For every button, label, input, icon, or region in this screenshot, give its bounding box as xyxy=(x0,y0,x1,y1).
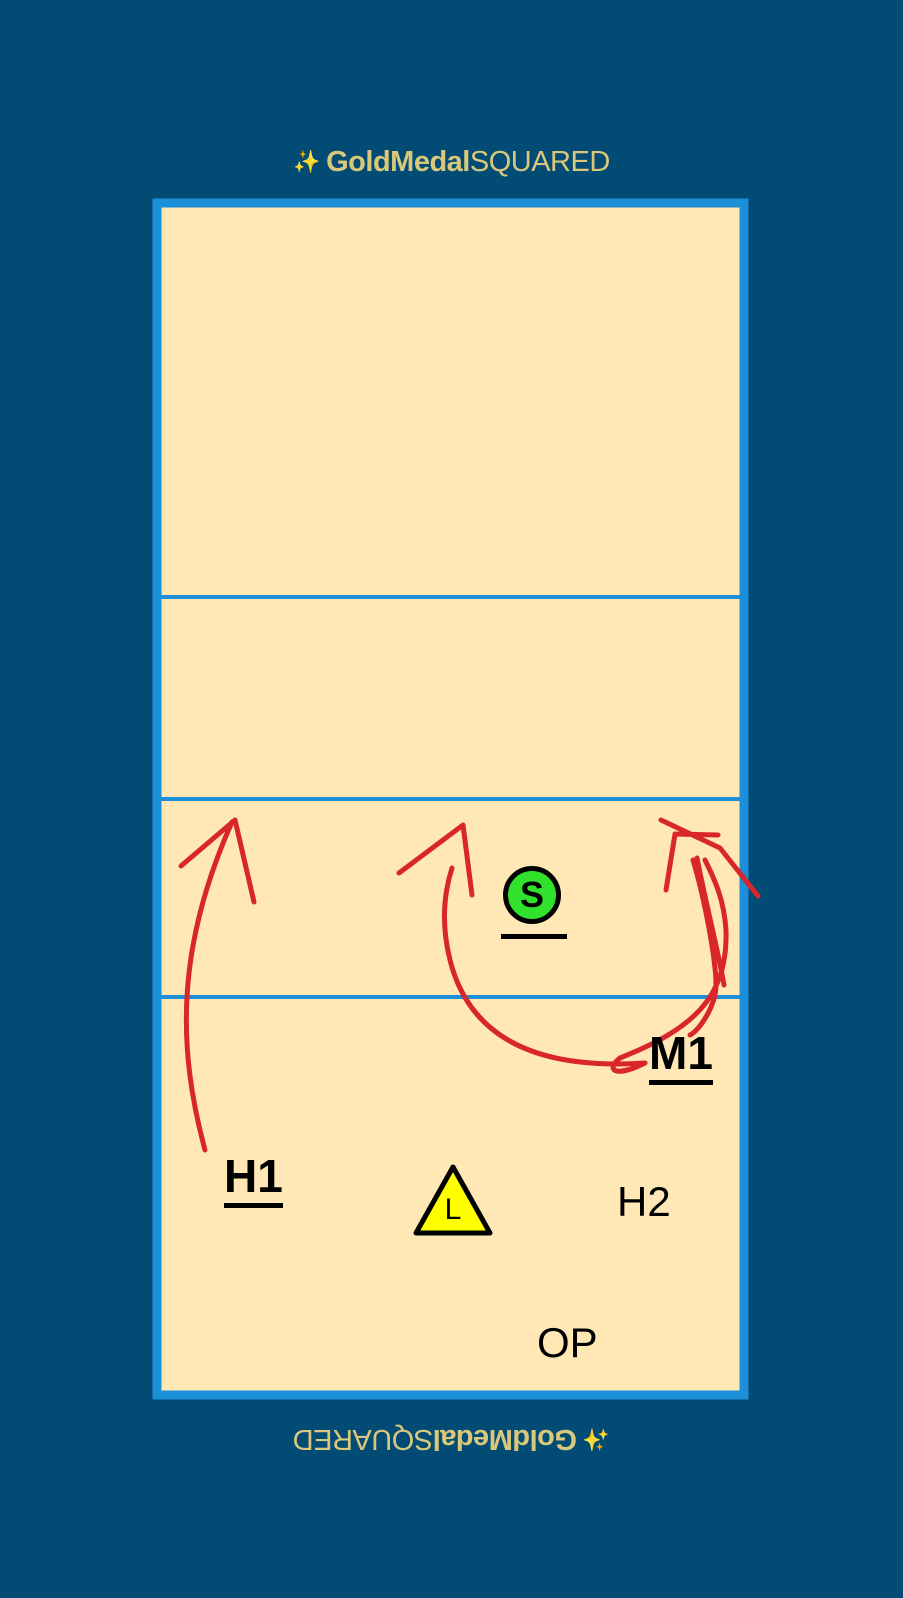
logo-bold-text: GoldMedal xyxy=(433,1423,577,1456)
logo-light-text: SQUARED xyxy=(469,145,610,178)
m1-arrow-left xyxy=(396,822,648,1067)
logo-top: ✨ GoldMedal SQUARED xyxy=(0,142,903,182)
logo-bold-text: GoldMedal xyxy=(326,145,470,178)
player-op[interactable]: OP xyxy=(537,1319,598,1366)
h1-arrow xyxy=(178,817,257,1153)
player-m1[interactable]: M1 xyxy=(649,1030,713,1085)
setter-marker[interactable]: S xyxy=(501,864,567,939)
logo-light-text: SQUARED xyxy=(293,1423,434,1456)
logo-bottom: ✨ GoldMedal SQUARED xyxy=(0,1419,903,1459)
player-h2[interactable]: H2 xyxy=(617,1178,671,1225)
stars-icon: ✨ xyxy=(582,1427,610,1452)
player-h1[interactable]: H1 xyxy=(224,1153,283,1208)
m1-arrow-right xyxy=(610,817,761,1074)
stars-icon: ✨ xyxy=(293,149,321,174)
libero-marker[interactable]: L xyxy=(412,1163,494,1237)
triangle-icon xyxy=(413,1164,493,1236)
libero-label: L xyxy=(444,1193,462,1226)
setter-disc: S xyxy=(503,866,561,924)
